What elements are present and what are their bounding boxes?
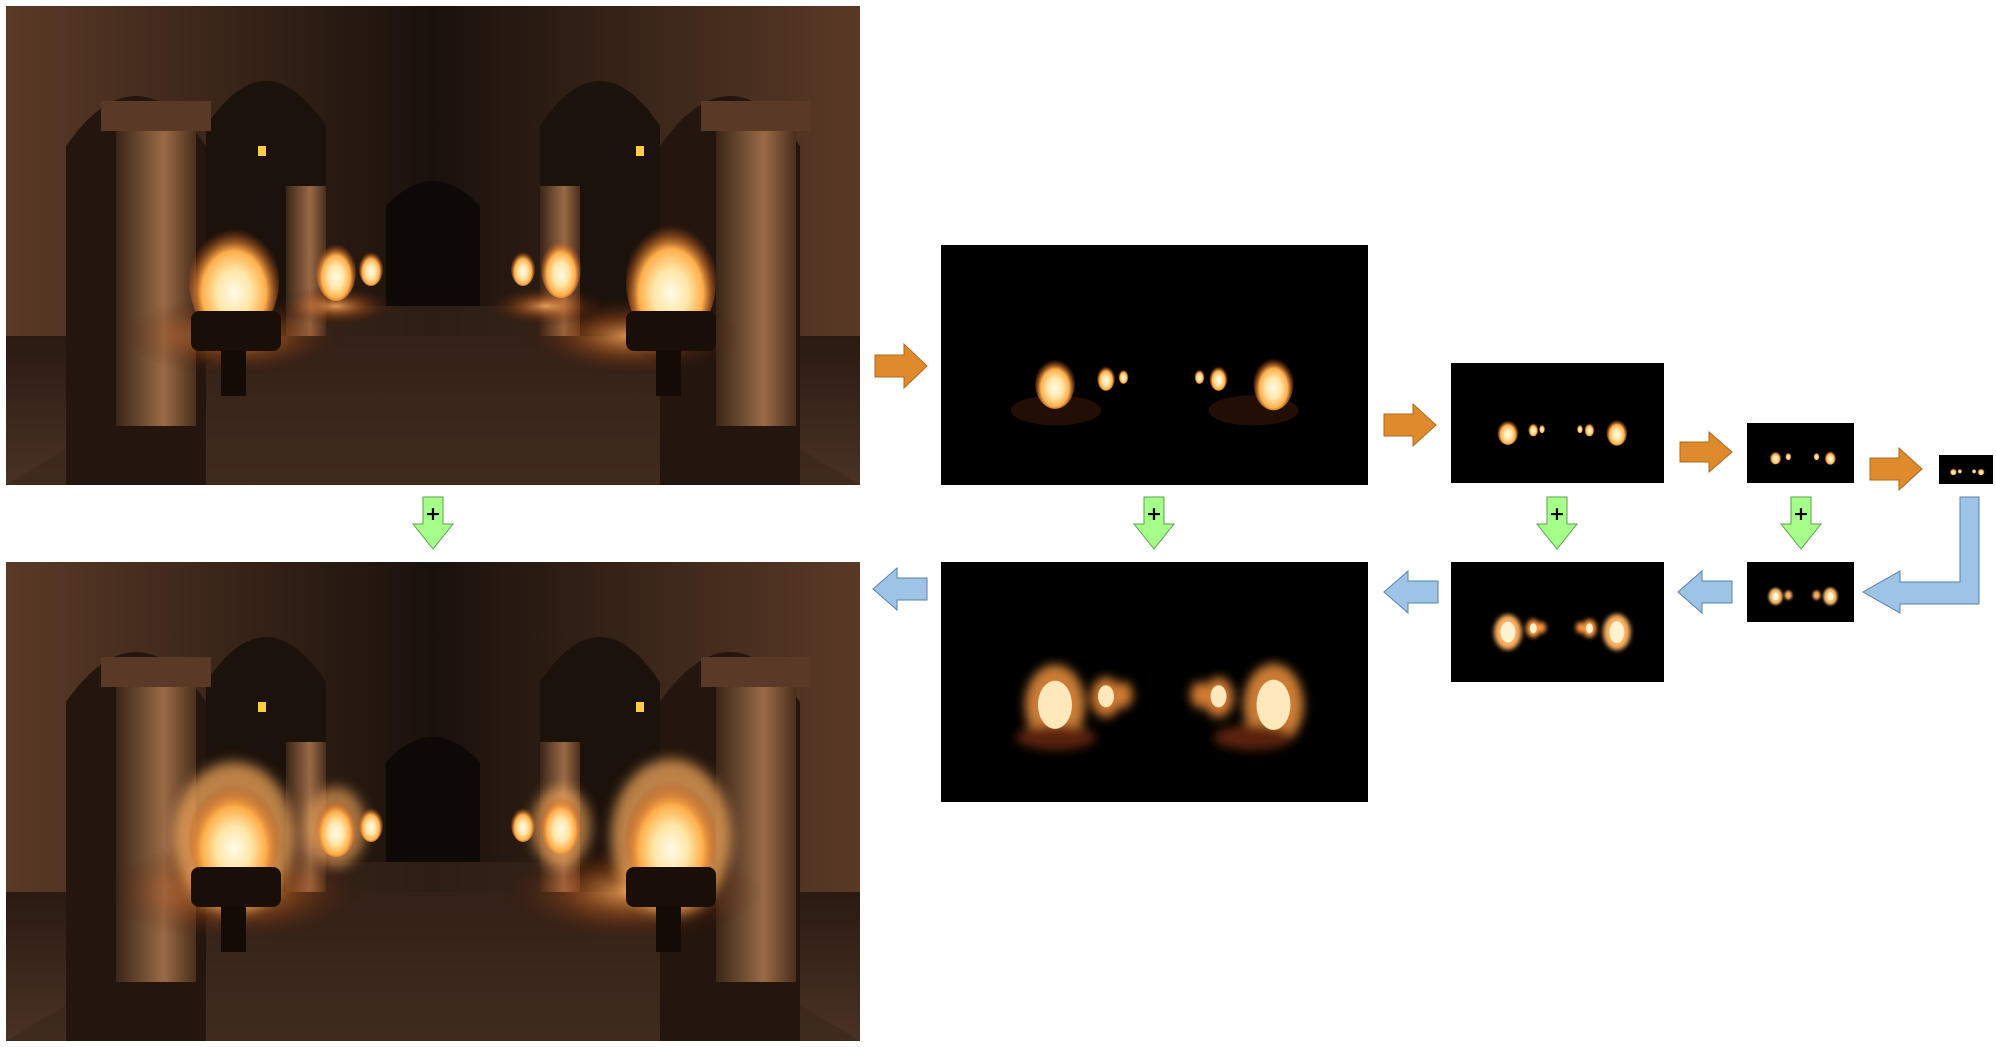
blurred-half-res: [941, 562, 1368, 802]
brazier-fire-left: [189, 779, 281, 952]
downsample-arrow-2: [1383, 402, 1437, 448]
add-arrow-2: +: [1132, 496, 1176, 550]
brazier-fire-right: [626, 775, 716, 952]
upsample-arrow-3: [1677, 569, 1733, 615]
bright-pass-sixteenth-res: [1939, 455, 1993, 484]
upsample-arrow-2: [1383, 569, 1439, 615]
add-arrow-4: +: [1779, 496, 1823, 550]
pillar-left: [116, 126, 196, 426]
bright-pass-half-res: [941, 245, 1368, 485]
add-symbol: +: [425, 503, 441, 525]
add-arrow-3: +: [1535, 496, 1579, 550]
brazier-fire-left: [189, 223, 281, 396]
add-symbol: +: [1793, 503, 1809, 525]
scene-original-image: [6, 6, 860, 485]
bright-pass-quarter-res: [1451, 363, 1664, 483]
scene-render: [6, 6, 860, 485]
downsample-arrow-4: [1869, 446, 1923, 492]
pillar-right: [716, 126, 796, 426]
brazier-fire-right: [626, 219, 716, 396]
upsample-arrow-1: [872, 566, 928, 612]
add-arrow-1: +: [411, 496, 455, 550]
blurred-eighth-res: [1747, 562, 1854, 622]
downsample-arrow-3: [1679, 430, 1733, 474]
blurred-quarter-res: [1451, 562, 1664, 682]
add-symbol: +: [1146, 503, 1162, 525]
scene-render: [6, 562, 860, 1041]
scene-bloom-composite-image: [6, 562, 860, 1041]
add-symbol: +: [1549, 503, 1565, 525]
upsample-arrow-return: [1861, 496, 1980, 614]
downsample-arrow-1: [874, 342, 928, 390]
bright-pass-eighth-res: [1747, 423, 1854, 483]
